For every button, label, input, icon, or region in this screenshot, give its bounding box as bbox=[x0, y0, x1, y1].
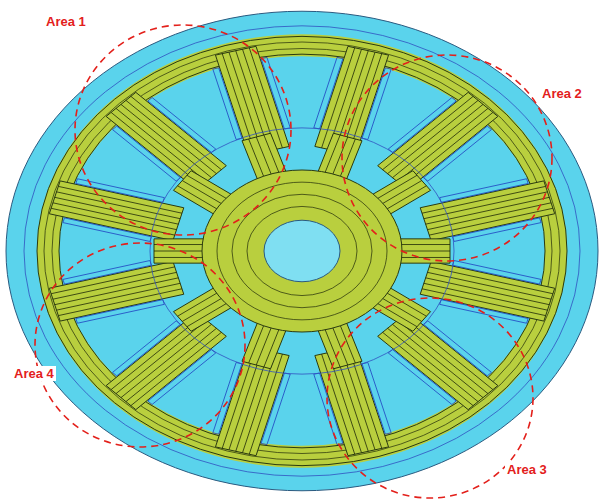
area-label: Area 4 bbox=[12, 366, 56, 381]
area-label: Area 1 bbox=[44, 14, 88, 29]
area-label: Area 2 bbox=[540, 86, 584, 101]
area-label: Area 3 bbox=[505, 462, 549, 477]
